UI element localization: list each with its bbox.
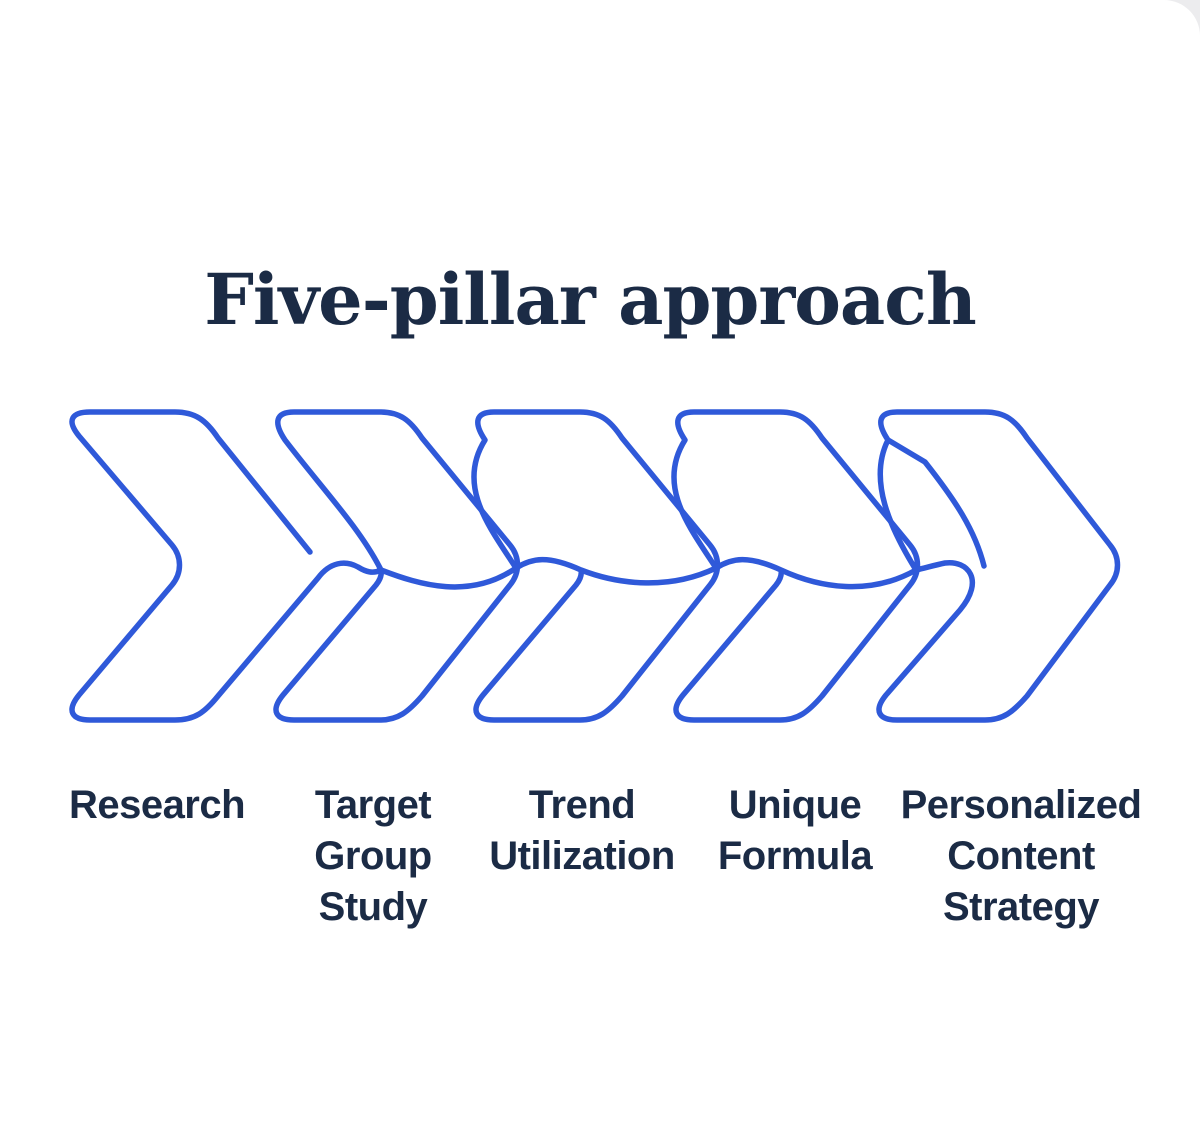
chevron-unique-formula bbox=[671, 409, 921, 723]
pillar-labels: Research Target Group Study Trend Utiliz… bbox=[0, 780, 1200, 940]
chevron-research bbox=[69, 409, 384, 723]
pillar-label-unique-formula: Unique Formula bbox=[717, 780, 873, 882]
pillar-label-line: Strategy bbox=[942, 885, 1100, 929]
pillar-label-line: Content bbox=[947, 834, 1095, 878]
chevron-target-group-study bbox=[273, 409, 521, 723]
pillar-label-trend-utilization: Trend Utilization bbox=[489, 780, 675, 882]
diagram-title: Five-pillar approach bbox=[204, 258, 977, 341]
pillar-label-research: Research bbox=[68, 780, 246, 831]
pillar-label-target-group-study: Target Group Study bbox=[314, 780, 432, 933]
chevron-personalized-content-strategy bbox=[876, 409, 1121, 723]
pillar-label-line: Trend bbox=[528, 783, 636, 827]
pillar-label-personalized-content-strategy: Personalized Content Strategy bbox=[901, 780, 1142, 933]
pillar-label-line: Target bbox=[314, 783, 432, 827]
pillar-label-line: Personalized bbox=[900, 783, 1142, 827]
pillar-label-line: Research bbox=[68, 783, 246, 827]
pillar-label-line: Unique bbox=[728, 783, 862, 827]
pillar-label-line: Study bbox=[318, 885, 428, 929]
pillar-label-line: Group bbox=[314, 834, 432, 878]
pillar-label-line: Utilization bbox=[489, 834, 675, 878]
pillar-label-line: Formula bbox=[717, 834, 873, 878]
chevron-trend-utilization bbox=[471, 409, 721, 723]
